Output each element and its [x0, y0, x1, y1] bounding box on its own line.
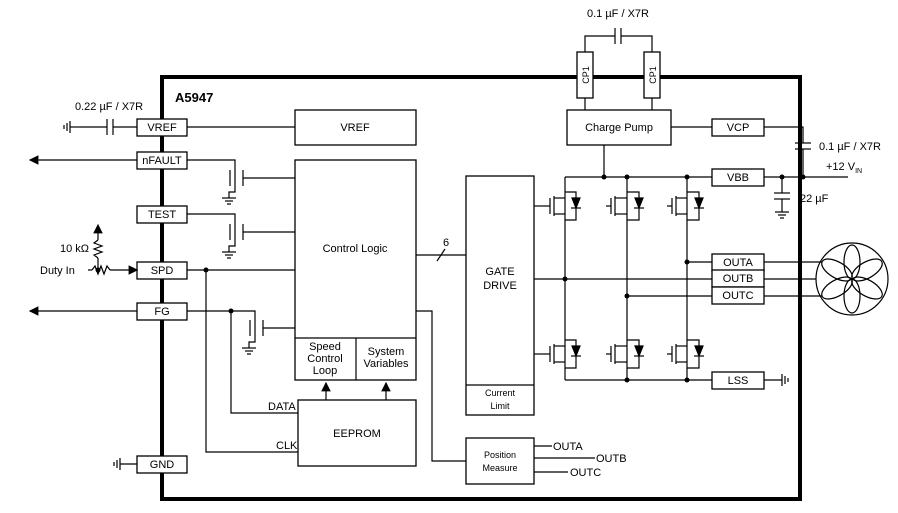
position-wire — [416, 310, 466, 462]
pos-outa-label: OUTA — [553, 441, 583, 453]
pin-vbb: VBB — [711, 168, 765, 187]
supply-label: +12 VIN — [826, 161, 862, 175]
pin-spd: SPD — [136, 261, 188, 280]
pin-lss: LSS — [711, 371, 765, 390]
pin-nfault-label: nFAULT — [142, 155, 182, 167]
data-wire — [230, 311, 298, 414]
system-variables-line2: Variables — [363, 358, 409, 370]
pos-outb-label: OUTB — [596, 453, 627, 465]
pin-spd-label: SPD — [151, 265, 174, 277]
charge-pump-label: Charge Pump — [585, 122, 653, 134]
current-limit-line1: Current — [485, 388, 516, 398]
chip-outline — [160, 75, 802, 501]
pin-lss-label: LSS — [728, 375, 749, 387]
pin-vref: VREF — [136, 118, 188, 137]
position-outputs: OUTA OUTB OUTC — [534, 441, 627, 479]
pin-outb-label: OUTB — [723, 273, 754, 285]
cap-vcp-label: 0.1 µF / X7R — [819, 141, 881, 153]
position-measure-block: Position Measure — [465, 437, 535, 485]
pin-vcp: VCP — [711, 118, 765, 137]
cp1-right-label: CP1 — [648, 66, 658, 84]
gate-drive-line1: GATE — [485, 266, 514, 278]
cp1-left-label: CP1 — [581, 66, 591, 84]
speed-control-line2: Control — [307, 353, 342, 365]
pin-vcp-label: VCP — [727, 122, 750, 134]
data-label: DATA — [268, 401, 296, 413]
clk-wire — [205, 270, 298, 453]
pos-outc-label: OUTC — [570, 467, 601, 479]
position-measure-line2: Measure — [482, 463, 517, 473]
duty-input: Duty In 10 kΩ — [40, 223, 139, 277]
speed-control-line1: Speed — [309, 341, 341, 353]
nfault-transistor — [187, 159, 295, 205]
vref-block-label: VREF — [340, 122, 370, 134]
pin-outc: OUTC — [711, 286, 765, 305]
gate-drive-line2: DRIVE — [483, 280, 517, 292]
pin-outb: OUTB — [711, 269, 765, 288]
charge-pump-capacitors: 0.1 µF / X7R CP1 CP1 — [576, 8, 661, 110]
pin-outa: OUTA — [711, 253, 765, 272]
cap-vref-label: 0.22 µF / X7R — [75, 101, 143, 113]
pin-test: TEST — [136, 205, 188, 224]
eeprom-label: EEPROM — [333, 428, 381, 440]
pin-vbb-label: VBB — [727, 172, 749, 184]
eeprom-block: EEPROM — [297, 399, 417, 467]
charge-pump-block: Charge Pump — [566, 109, 672, 146]
pin-gnd-label: GND — [150, 459, 175, 471]
cap-vbb-label: 22 µF — [800, 193, 829, 205]
current-limit-line2: Limit — [490, 401, 510, 411]
fg-transistor — [187, 308, 295, 355]
control-logic-label: Control Logic — [323, 243, 388, 255]
resistor-label: 10 kΩ — [60, 243, 89, 255]
pin-fg: FG — [136, 302, 188, 321]
pin-nfault: nFAULT — [136, 151, 188, 170]
system-variables-line1: System — [368, 346, 405, 358]
pin-outc-label: OUTC — [722, 290, 753, 302]
vref-capacitor: 0.22 µF / X7R — [63, 101, 143, 135]
clk-label: CLK — [276, 440, 298, 452]
pin-outa-label: OUTA — [723, 257, 753, 269]
position-measure-line1: Position — [484, 450, 516, 460]
pin-fg-label: FG — [154, 306, 169, 318]
test-transistor — [187, 213, 295, 259]
cap-cp-label: 0.1 µF / X7R — [587, 8, 649, 20]
gnd-symbol — [113, 458, 137, 470]
speed-control-line3: Loop — [313, 365, 337, 377]
pin-gnd: GND — [136, 455, 188, 474]
bus-width-label: 6 — [443, 237, 449, 249]
control-logic-block: Control Logic Speed Control Loop System … — [294, 159, 417, 381]
h-bridge — [534, 174, 712, 383]
lss-ground — [764, 374, 789, 386]
gate-drive-block: GATE DRIVE Current Limit — [465, 175, 535, 416]
motor-icon — [764, 242, 889, 316]
vcp-capacitor: 0.1 µF / X7R — [764, 126, 881, 177]
duty-in-label: Duty In — [40, 265, 75, 277]
vbb-supply: +12 VIN 22 µF — [764, 161, 862, 219]
vref-block: VREF — [294, 109, 417, 146]
pin-test-label: TEST — [148, 209, 176, 221]
chip-name: A5947 — [175, 90, 213, 105]
pin-vref-label: VREF — [147, 122, 177, 134]
